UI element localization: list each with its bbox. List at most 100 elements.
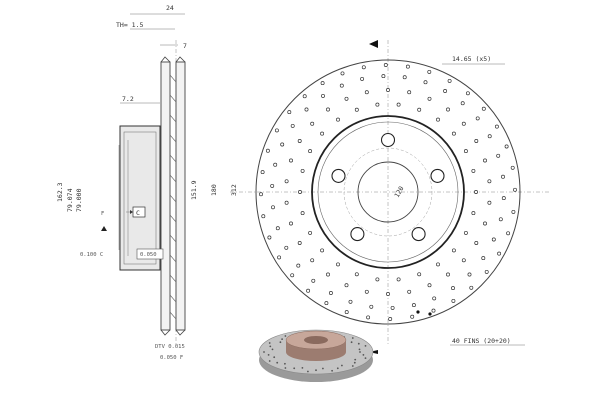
drill-hole: [405, 64, 410, 69]
dim-flatness: 0.050 F: [160, 355, 183, 361]
drill-hole: [494, 124, 499, 129]
drill-hole: [290, 273, 295, 278]
render-drill-hole: [284, 367, 287, 369]
drill-hole: [447, 78, 452, 83]
bolt-hole: [380, 132, 396, 148]
drill-hole: [407, 90, 412, 95]
drill-hole: [491, 237, 496, 242]
drill-hole: [375, 277, 380, 282]
drill-hole: [483, 158, 487, 163]
drill-hole: [320, 81, 325, 86]
render-drill-hole: [276, 361, 279, 364]
drill-hole: [501, 174, 505, 179]
dim-hole-size: 14.65 (x5): [452, 55, 491, 63]
drill-hole: [297, 139, 302, 143]
drill-hole: [436, 117, 440, 122]
drill-hole: [320, 248, 325, 253]
drill-hole: [446, 272, 450, 277]
drill-hole: [369, 304, 374, 309]
render-drill-hole: [273, 356, 276, 359]
drill-hole: [451, 286, 455, 291]
drill-hole: [388, 317, 393, 321]
drill-hole: [344, 96, 349, 101]
drill-hole: [483, 221, 487, 226]
drill-hole: [366, 315, 371, 320]
cooling-fins: [169, 74, 177, 320]
drill-hole: [417, 272, 422, 277]
render-drill-hole: [364, 357, 367, 359]
drill-hole: [340, 71, 345, 76]
render-drill-hole: [307, 370, 309, 373]
drill-hole: [427, 96, 432, 101]
drill-hole: [302, 94, 307, 99]
drill-hole: [474, 190, 478, 194]
render-drill-hole: [284, 335, 287, 337]
drill-hole: [274, 128, 279, 133]
drill-hole: [427, 283, 432, 288]
drill-hole: [461, 121, 466, 126]
render-drill-hole: [353, 361, 356, 364]
drill-hole: [284, 179, 289, 184]
drill-hole: [311, 278, 316, 283]
drill-hole: [339, 83, 344, 88]
drill-hole: [300, 211, 305, 216]
drill-hole: [289, 158, 293, 163]
render-drill-hole: [358, 348, 361, 351]
disc-inner-edge: [311, 115, 465, 269]
render-drill-hole: [350, 341, 353, 344]
disc-3d-render: [258, 329, 374, 382]
render-drill-hole: [357, 342, 360, 345]
dim-79-074: 79.074: [66, 188, 74, 212]
drill-hole: [467, 272, 472, 277]
render-drill-hole: [284, 362, 286, 365]
drill-hole: [260, 170, 265, 175]
bolt-hole: [411, 227, 426, 242]
dim-312: 312: [230, 184, 238, 196]
drill-hole: [275, 226, 280, 231]
drill-hole: [513, 187, 517, 192]
drill-hole: [432, 296, 437, 301]
drill-hole: [465, 91, 470, 96]
drill-hole: [496, 153, 501, 158]
drill-hole: [344, 310, 349, 315]
drill-hole: [298, 190, 302, 194]
bolt-hole: [350, 227, 365, 242]
drill-hole: [451, 298, 456, 303]
bolt-holes: [331, 132, 445, 242]
drill-hole: [402, 75, 407, 80]
drill-hole: [326, 272, 330, 277]
drill-hole: [474, 241, 479, 245]
cross-drilled-holes: [259, 63, 517, 321]
drill-hole: [511, 209, 516, 214]
render-drill-hole: [336, 367, 339, 370]
render-drill-hole: [331, 369, 333, 372]
drill-hole: [474, 139, 479, 143]
drill-hole: [463, 230, 468, 235]
dim-7: 7: [183, 42, 187, 50]
drill-hole: [469, 285, 474, 290]
drill-hole: [290, 123, 295, 128]
render-drill-hole: [263, 351, 265, 353]
drill-hole: [506, 231, 511, 236]
drill-hole: [451, 248, 456, 253]
render-drill-hole: [281, 338, 283, 340]
drill-hole: [310, 258, 315, 263]
drill-hole: [348, 299, 353, 304]
drill-hole: [336, 262, 340, 267]
drill-hole: [481, 106, 486, 111]
dim-180: 180: [210, 184, 218, 196]
drill-hole: [504, 144, 509, 149]
drill-hole: [460, 101, 465, 106]
drill-hole: [381, 74, 386, 79]
drill-hole: [383, 63, 388, 67]
hub-hat-section: [119, 125, 161, 271]
drill-hole: [300, 168, 305, 173]
drill-hole: [481, 256, 486, 261]
drill-hole: [417, 107, 422, 112]
drill-hole: [386, 292, 390, 296]
render-drill-hole: [301, 367, 304, 369]
drill-hole: [471, 211, 476, 216]
drill-hole: [364, 90, 369, 95]
drill-hole: [261, 214, 266, 219]
